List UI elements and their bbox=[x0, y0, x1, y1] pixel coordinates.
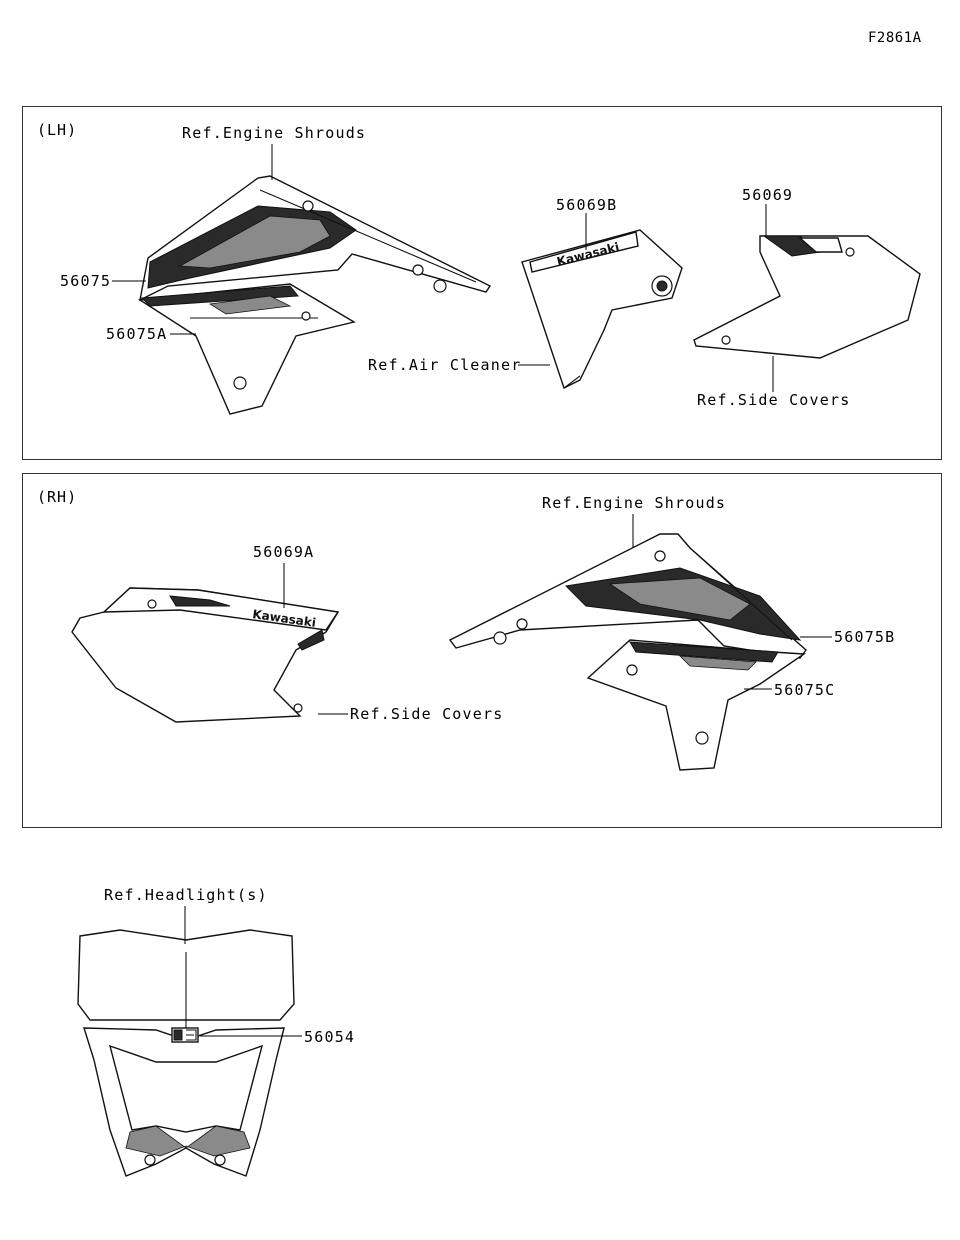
figure-id: F2861A bbox=[868, 30, 922, 46]
rh-panel bbox=[22, 473, 942, 828]
part-56075a-label: 56075A bbox=[106, 325, 168, 343]
rh-ref-side-covers-label: Ref.Side Covers bbox=[350, 705, 504, 723]
part-56054-label: 56054 bbox=[304, 1028, 356, 1046]
lh-panel bbox=[22, 106, 942, 460]
lh-panel-title: (LH) bbox=[37, 121, 78, 139]
lh-ref-engine-shrouds-label: Ref.Engine Shrouds bbox=[182, 124, 367, 142]
rh-ref-engine-shrouds-label: Ref.Engine Shrouds bbox=[542, 494, 727, 512]
lh-side-cover bbox=[693, 235, 921, 359]
rh-engine-shroud bbox=[448, 533, 807, 771]
part-56075-label: 56075 bbox=[60, 272, 112, 290]
part-56075b-label: 56075B bbox=[834, 628, 896, 646]
rh-side-cover: Kawasaki bbox=[71, 587, 340, 723]
part-56069b-label: 56069B bbox=[556, 196, 618, 214]
part-56069a-label: 56069A bbox=[253, 543, 315, 561]
lh-air-cleaner-cover: Kawasaki bbox=[521, 229, 683, 389]
part-56075c-label: 56075C bbox=[774, 681, 836, 699]
ref-headlight-label: Ref.Headlight(s) bbox=[104, 886, 268, 904]
rh-panel-title: (RH) bbox=[37, 488, 78, 506]
leader-lines bbox=[112, 144, 832, 1037]
part-56069-label: 56069 bbox=[742, 186, 794, 204]
lh-ref-air-cleaner-label: Ref.Air Cleaner bbox=[368, 356, 522, 374]
lh-ref-side-covers-label: Ref.Side Covers bbox=[697, 391, 851, 409]
lh-engine-shroud bbox=[137, 175, 492, 415]
headlight-assembly bbox=[77, 929, 295, 1177]
